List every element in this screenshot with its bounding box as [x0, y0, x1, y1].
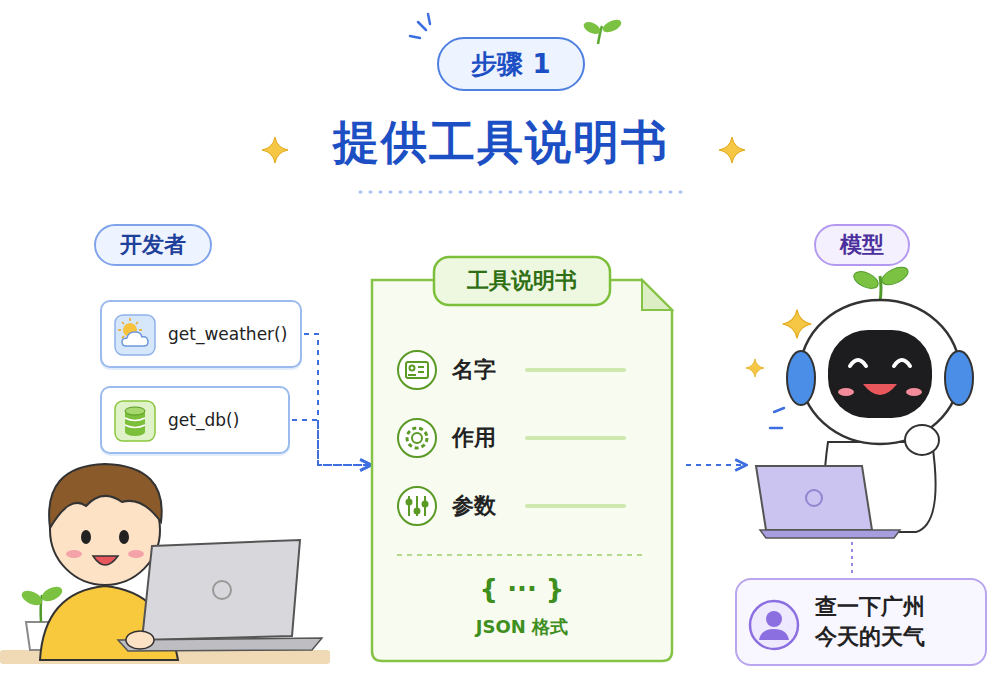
role-pill: 模型: [814, 224, 910, 266]
field-name: 作用: [452, 424, 496, 452]
function-box: get_weather(): [100, 300, 302, 368]
illustration-part: [423, 502, 428, 507]
illustration-part: [582, 20, 603, 37]
illustration-part: [407, 428, 427, 448]
illustration-part: [398, 487, 436, 525]
illustration-part: [746, 359, 764, 377]
format-note: JSON 格式: [362, 615, 682, 639]
illustration-part: [783, 310, 812, 339]
illustration-part: [19, 588, 44, 608]
header-tab-text: 工具说明书: [362, 267, 682, 295]
illustration-part: [527, 368, 624, 372]
role-pill-text: 开发者: [120, 230, 186, 260]
function-box: get_db(): [100, 386, 290, 454]
illustration-part: [125, 428, 145, 436]
illustration-part: [766, 611, 782, 627]
illustration-part: [851, 268, 880, 292]
illustration-part: [119, 530, 129, 544]
model-robot: [746, 264, 973, 574]
illustration-part: [262, 137, 288, 163]
illustration-part: [360, 191, 690, 194]
illustration-part: [800, 300, 960, 444]
illustration-part: [806, 490, 822, 506]
illustration-part: [750, 601, 798, 649]
speech-bubble: 查一下广州 今天的天气: [735, 578, 987, 666]
illustration-part: [880, 276, 881, 302]
illustration-part: [410, 14, 430, 38]
illustration-part: [879, 264, 910, 289]
illustration-part: [527, 504, 624, 508]
illustration-part: [122, 332, 148, 346]
role-pill-text: 模型: [840, 230, 884, 260]
illustration-part: [412, 433, 422, 443]
function-box-text: get_db(): [168, 410, 239, 430]
dashed-connector: [292, 420, 370, 465]
illustration-part: [406, 362, 428, 378]
illustration-part: [114, 314, 156, 356]
role-pill: 开发者: [94, 224, 212, 266]
speech-bubble-text: 查一下广州 今天的天气: [815, 592, 933, 652]
illustration-part: [125, 407, 145, 415]
illustration-part: [945, 351, 973, 405]
illustration-part: [81, 530, 91, 544]
illustration-part: [770, 408, 784, 428]
illustration-part: [115, 315, 155, 355]
illustration-part: [408, 367, 424, 375]
illustration-part: [838, 388, 854, 396]
illustration-part: [398, 351, 436, 525]
illustration-part: [719, 137, 745, 163]
illustration-part: [850, 360, 910, 366]
flow-arrow: [686, 465, 745, 466]
illustration-part: [756, 466, 872, 530]
dashed-connector: [304, 334, 370, 465]
illustration-part: [905, 425, 939, 455]
illustration-part: [126, 631, 154, 649]
illustration-part: [398, 351, 436, 389]
illustration-part: [39, 584, 64, 604]
illustration-part: [747, 598, 801, 652]
illustration-part: [787, 351, 815, 405]
developer-figure: [0, 464, 330, 664]
illustration-part: [66, 550, 82, 558]
field-name: 参数: [452, 492, 496, 520]
illustration-part: [642, 280, 672, 310]
json-symbol: { ··· }: [362, 573, 682, 605]
illustration-part: [362, 255, 682, 667]
illustration-part: [115, 401, 155, 441]
field-name: 名字: [452, 356, 496, 384]
illustration-part: [142, 540, 300, 640]
illustration-part: [527, 370, 624, 506]
step-pill-text: 步骤 1: [471, 47, 550, 82]
illustration-part: [760, 530, 900, 538]
illustration-part: [601, 17, 623, 35]
illustration-part: [125, 418, 145, 428]
illustration-part: [398, 419, 436, 457]
illustration-part: [128, 550, 144, 558]
illustration-part: [93, 556, 118, 565]
illustration-part: [851, 542, 853, 574]
tool-spec-document: 工具说明书名字作用参数 { ··· } JSON 格式: [362, 255, 682, 667]
illustration-part: [410, 366, 415, 371]
illustration-part: [415, 509, 420, 514]
illustration-part: [213, 581, 231, 599]
illustration-part: [49, 464, 162, 528]
illustration-part: [863, 384, 897, 395]
page-title: 提供工具说明书: [0, 112, 1002, 174]
step-pill: 步骤 1: [437, 37, 585, 91]
illustration-part: [759, 629, 789, 640]
illustration-part: [686, 464, 745, 466]
illustration-part: [906, 388, 922, 396]
illustration-part: [407, 500, 412, 505]
function-box-text: get_weather(): [168, 324, 287, 344]
illustration-part: [114, 400, 156, 442]
illustration-part: [527, 436, 624, 440]
illustration-part: [397, 554, 647, 556]
illustration-part: [828, 330, 932, 418]
